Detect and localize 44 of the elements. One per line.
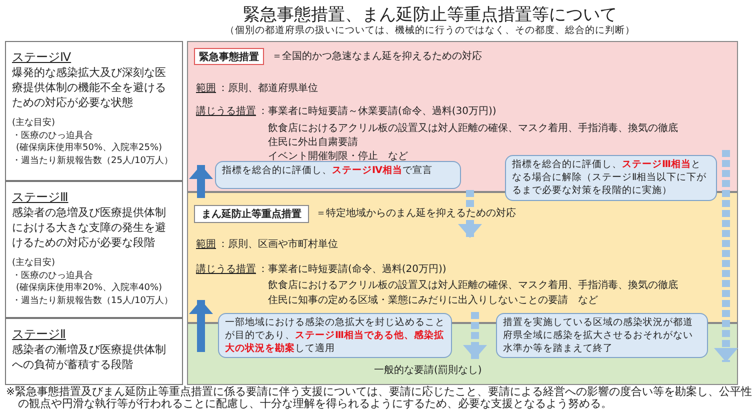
stage-box: [5, 318, 183, 385]
list-item: 飲食店におけるアクリル板の設置又は対人距離の確保、マスク着用、手指消毒、換気の徹底: [268, 279, 678, 292]
callout-bubble: 措置を実施している区域の感染状況が都道府県全域に感染を拡大させるおそれがない水準か等を踏まえて終了: [496, 313, 708, 358]
criteria-text: (確保病床使用率20%、入院率40%): [15, 282, 164, 294]
stage-description: 感染者の急増及び医療提供体制における大きな支障の発生を避けるための対応が必要な段階: [12, 205, 167, 250]
criteria-text: ・医療のひっ迫具合: [12, 130, 94, 142]
callout-bubble: 指標を総合的に評価し、ステージⅢ相当となる場合に解除（ステージⅡ相当以下に下がるまで必要な対策を段階的に実施）: [505, 155, 717, 201]
list-item: 飲食店におけるアクリル板の設置又は対人距離の確保、マスク着用、手指消毒、換気の徹底: [268, 122, 678, 135]
stage-description: 爆発的な感染拡大及び深刻な医療提供体制の機能不全を避けるための対応が必要な状態: [12, 65, 167, 110]
stage-heading: ステージⅡ: [12, 327, 66, 342]
arrow: [189, 300, 213, 352]
definition-text: ＝全国的かつ急速なまん延を抑えるための対応: [272, 50, 482, 63]
arrow: [189, 165, 213, 198]
arrow: [714, 150, 738, 362]
stage-heading: ステージⅣ: [12, 50, 72, 65]
stage-heading: ステージⅢ: [12, 190, 68, 205]
measure-label: 緊急事態措置: [194, 48, 264, 65]
subtitle: （個別の都道府県の扱いについては、機械的に行うのではなく、その都度、総合的に判断）: [224, 24, 636, 37]
list-item: ：事業者に時短要請(命令、過料(20万円)): [258, 263, 446, 276]
list-item: 住民に外出自粛要請: [268, 136, 358, 149]
list-item: 住民に知事の定める区域・業態にみだりに出入りしないことの要請 など: [268, 294, 598, 307]
stage-box: [5, 41, 183, 181]
criteria-text: (確保病床使用率50%、入院率25%): [15, 142, 164, 154]
field-label: 講じうる措置: [196, 105, 256, 118]
criteria-text: (主な目安): [12, 117, 56, 130]
title: 緊急事態措置、まん延防止等重点措置等について: [242, 4, 618, 25]
field-text: ：原則、都道府県単位: [218, 82, 318, 95]
field-text: ：原則、区画や市町村単位: [218, 238, 338, 251]
criteria-text: (主な目安): [12, 257, 56, 270]
field-label: 講じうる措置: [196, 263, 256, 276]
criteria-text: ・週当たり新規報告数（15人/10万人）: [12, 294, 174, 307]
criteria-text: ・医療のひっ迫具合: [12, 270, 94, 282]
stage-box: [5, 181, 183, 318]
list-item: イベント開催制限・停止 など: [268, 150, 408, 163]
arrow: [458, 190, 482, 238]
list-item: ：事業者に時短要請～休業要請(命令、過料(30万円)): [258, 105, 496, 118]
measure-label: まん延防止等重点措置: [194, 205, 309, 223]
field-label: 範囲: [196, 238, 216, 251]
callout-bubble: 一部地域における感染の急拡大を封じ込めることが目的であり、ステージⅢ相当である他、感染拡大の状況を勘案して適用: [218, 313, 452, 358]
criteria-text: ・週当たり新規報告数（25人/10万人）: [12, 154, 174, 167]
stage-description: 感染者の漸増及び医療提供体制への負荷が蓄積する段階: [12, 342, 167, 372]
footnote: ※緊急事態措置及びまん延防止等重点措置に係る要請に伴う支援については、要請に応じたこと、要請による経営への影響の度合い等を勘案し、公平性の観点や円滑な執行等が行われることに配慮し、十分な理解を得られるようにするため、必要な支援となるよう努める。: [6, 386, 754, 410]
field-label: 範囲: [196, 82, 216, 95]
band-text: 一般的な要請(罰則なし): [374, 364, 482, 377]
